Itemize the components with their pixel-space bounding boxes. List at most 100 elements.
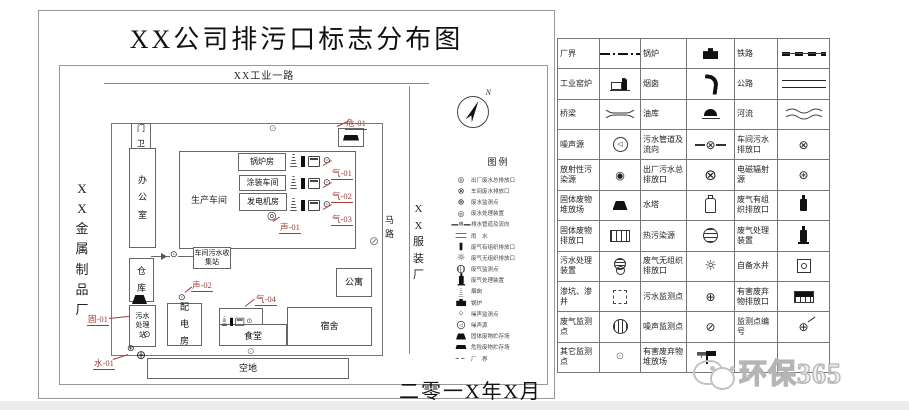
building-power-room: 配电房 <box>167 302 202 346</box>
highway-icon <box>778 69 830 100</box>
legend-term: 水塔 <box>641 190 687 222</box>
railway-icon <box>778 39 830 70</box>
building-workshop-label: 生产车间 <box>191 195 228 205</box>
legend-term: 放射性污染源 <box>558 160 600 191</box>
legend-term: 固体废物排放口 <box>558 221 600 252</box>
wastewater-treatment-icon <box>458 209 465 216</box>
map-frame <box>59 65 548 385</box>
rainwater-icon <box>455 233 467 238</box>
sewage-monitor-icon <box>170 251 178 260</box>
gas-outlet-icon <box>301 200 305 211</box>
legend-term: 监测点编号 <box>735 312 778 343</box>
right-neighbor-label: XX服装厂 <box>413 203 424 281</box>
legend-item: 出厂废水总排放口 <box>451 174 546 185</box>
legend-item: 固体废物贮存场 <box>451 331 546 342</box>
legend-term: 热污染源 <box>641 221 687 252</box>
building-sewage-collect: 车间污水收集站 <box>193 247 231 269</box>
point-label-noise2: 声-02 <box>191 280 213 292</box>
map-legend-title: 图例 <box>487 157 510 167</box>
legend-term: 噪声源 <box>558 130 600 161</box>
wastewater-monitor-icon <box>458 198 465 206</box>
legend-term: 渗坑、渗井 <box>558 281 600 313</box>
hazardous-waste-storage-icon <box>455 345 467 350</box>
boiler-icon <box>455 298 467 307</box>
legend-term: 噪声监测点 <box>641 312 687 343</box>
gas-outlet-icon <box>230 317 233 326</box>
legend-item: 噪声源 <box>451 319 546 330</box>
legend-term: 铁路 <box>735 39 778 70</box>
legend-term: 固体废物堆放场 <box>558 190 600 222</box>
legend-term: 电磁辐射源 <box>735 160 778 191</box>
solid-waste-storage-icon <box>455 333 467 340</box>
legend-term: 锅炉 <box>641 39 687 70</box>
top-road-label: XX工业一路 <box>233 71 295 82</box>
chimney-icon <box>290 152 297 167</box>
building-apartment: 公寓 <box>336 268 372 297</box>
workshop-sewage-outlet-icon <box>778 130 830 161</box>
legend-item: 废水监测点 <box>451 196 546 207</box>
legend-term: 桥梁 <box>558 99 600 131</box>
legend-term: 废气无组织排放口 <box>641 251 687 282</box>
factory-boundary-line-icon <box>600 39 641 70</box>
top-road-line <box>104 83 429 84</box>
legend-item: 排水管道及流向 <box>451 219 546 230</box>
fugitive-gas-outlet-icon <box>457 253 466 263</box>
point-label-gas2: 气-02 <box>331 191 353 203</box>
legend-term: 河流 <box>735 99 778 131</box>
legend-item: 危险废物贮存场 <box>451 342 546 353</box>
chimney-icon <box>290 174 297 189</box>
other-monitor-icon <box>600 342 641 373</box>
left-neighbor-label: XX金属制品厂 <box>75 181 89 317</box>
industrial-kiln-icon <box>600 69 641 100</box>
organized-gas-outlet-icon <box>459 242 463 251</box>
legend-item: 雨 水 <box>451 230 546 241</box>
legend-term: 有害废弃物排放口 <box>735 281 778 313</box>
legend-term: 废气有组织排放口 <box>735 190 778 222</box>
legend-term: 污水监测点 <box>641 281 687 313</box>
legend-term: 自备水井 <box>735 251 778 282</box>
sewage-monitor-icon <box>687 281 735 313</box>
symbol-legend-table: 厂界 锅炉 铁路 工业窑炉 烟囱 公路 桥梁 油库 河流 噪声源 污水管道及流向… <box>557 38 830 373</box>
compass-north-label: N <box>485 88 491 97</box>
organized-gas-outlet-icon <box>778 190 830 222</box>
building-boiler-room: 锅炉房 <box>238 153 286 171</box>
noise-source-icon <box>600 130 641 161</box>
solid-waste-dump-icon <box>600 190 641 222</box>
legend-item: 废气监测点 <box>451 264 546 275</box>
building-gate: 门卫 <box>131 123 151 149</box>
bottom-edge-band <box>0 401 909 410</box>
chimney-icon <box>290 196 297 211</box>
gas-monitor-icon <box>456 265 466 274</box>
gas-monitor-icon <box>247 319 253 326</box>
bridge-icon <box>600 99 641 131</box>
legend-term: 厂界 <box>558 39 600 70</box>
chimney-icon <box>687 69 735 100</box>
legend-item: 废气有组织排放口 <box>451 241 546 252</box>
legend-term: 烟囱 <box>641 69 687 100</box>
legend-term: 其它监测点 <box>558 342 600 373</box>
main-wastewater-outlet-icon <box>458 176 465 183</box>
legend-term: 公路 <box>735 69 778 100</box>
seepage-pit-icon <box>600 281 641 313</box>
point-label-gas1: 气-01 <box>331 168 353 180</box>
legend-term <box>735 342 778 373</box>
building-office: 办公室 <box>129 148 156 248</box>
sewage-treatment-icon <box>600 251 641 282</box>
drain-pipe-flow-icon <box>451 221 471 227</box>
hazard-storage-box <box>338 128 364 147</box>
watermark-text: 环保365 <box>738 358 843 390</box>
building-dormitory: 宿舍 <box>287 307 372 346</box>
mascot-panda-icon <box>710 366 735 390</box>
legend-item: 废水处理装置 <box>451 208 546 219</box>
harmful-waste-outlet-icon <box>778 281 830 313</box>
thermal-source-icon <box>687 221 735 252</box>
main-sewage-outlet-icon <box>687 160 735 191</box>
monitor-point-icon <box>247 348 255 357</box>
stack-group-1 <box>289 151 331 167</box>
chimney-icon <box>221 314 227 326</box>
mascot-hat-icon <box>697 352 706 358</box>
radioactive-source-icon <box>600 160 641 191</box>
noise-monitor-icon <box>369 235 379 247</box>
building-generator-room: 发电机房 <box>239 193 287 211</box>
gas-treatment-icon <box>457 273 465 286</box>
